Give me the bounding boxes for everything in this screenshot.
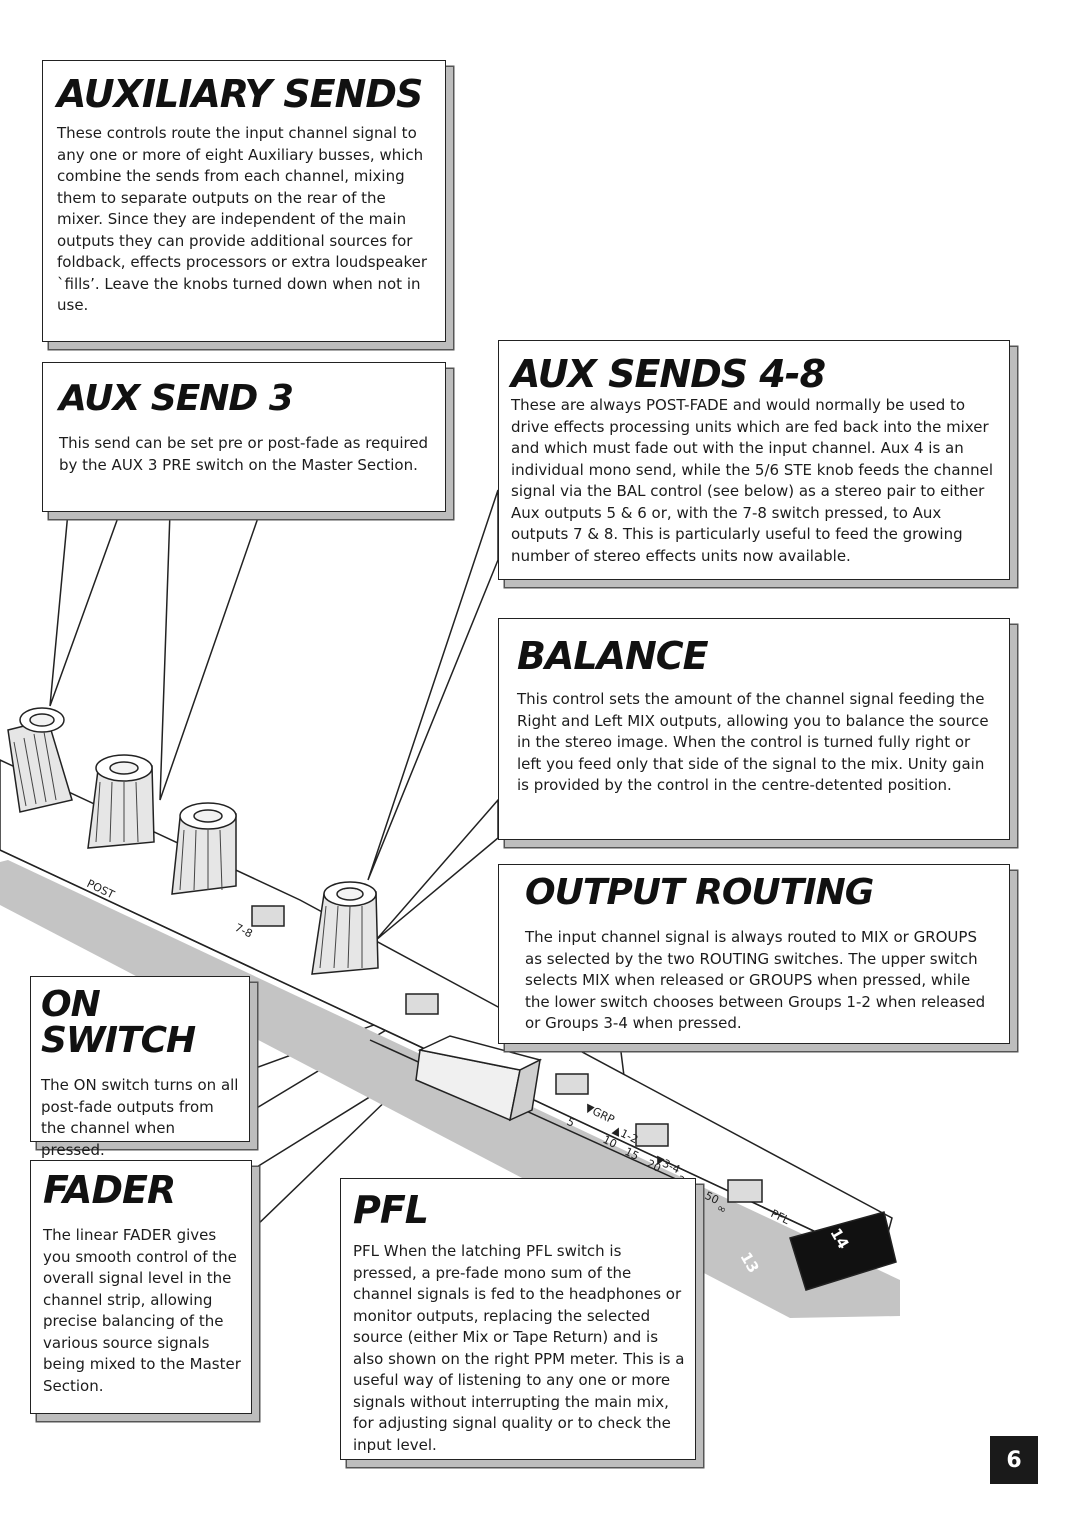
text-balance: This control sets the amount of the chan…: [517, 690, 989, 794]
text-auxiliary-sends: These controls route the input channel s…: [57, 124, 428, 314]
callout-pfl: PFL PFL When the latching PFL switch is …: [340, 1178, 696, 1460]
fader-scale-10: 10: [601, 1133, 619, 1151]
fader-scale-5: 5: [565, 1115, 577, 1130]
fader-scale-50: 50: [703, 1189, 721, 1207]
text-aux-send-3: This send can be set pre or post-fade as…: [59, 434, 429, 474]
fader-scale-15: 15: [623, 1145, 641, 1163]
text-pfl: PFL When the latching PFL switch is pres…: [353, 1242, 685, 1454]
heading-output-routing: OUTPUT ROUTING: [525, 872, 874, 913]
heading-fader: FADER: [43, 1168, 176, 1212]
heading-pfl: PFL: [353, 1188, 429, 1232]
text-aux-sends-4-8: These are always POST-FADE and would nor…: [511, 396, 993, 565]
switch-pfl: [727, 1179, 763, 1203]
text-fader: The linear FADER gives you smooth contro…: [43, 1226, 241, 1395]
switches: [251, 905, 763, 1203]
heading-on-switch: ON SWITCH: [41, 984, 196, 1061]
switch-7-8: [251, 905, 285, 927]
heading-balance: BALANCE: [517, 634, 709, 678]
knob-aux-4: [87, 754, 155, 849]
heading-aux-send-3: AUX SEND 3: [59, 378, 294, 419]
callout-aux-send-3: AUX SEND 3 This send can be set pre or p…: [42, 362, 446, 512]
callout-aux-sends-4-8: AUX SENDS 4-8 These are always POST-FADE…: [498, 340, 1010, 580]
switch-routing-lower: [635, 1123, 669, 1147]
text-on-switch: The ON switch turns on all post-fade out…: [41, 1076, 239, 1159]
aux-knobs: [7, 707, 379, 975]
callout-balance: BALANCE This control sets the amount of …: [498, 618, 1010, 840]
fader: [369, 1035, 701, 1191]
callout-fader: FADER The linear FADER gives you smooth …: [30, 1160, 252, 1414]
switch-routing-upper: [555, 1073, 589, 1095]
text-output-routing: The input channel signal is always route…: [525, 928, 986, 1032]
callout-auxiliary-sends: AUXILIARY SENDS These controls route the…: [42, 60, 446, 342]
fader-scale-20: 20: [645, 1157, 663, 1175]
callout-on-switch: ON SWITCH The ON switch turns on all pos…: [30, 976, 250, 1159]
knob-balance: [311, 881, 379, 975]
heading-auxiliary-sends: AUXILIARY SENDS: [57, 72, 423, 116]
switch-on: [405, 993, 439, 1015]
page-number: 6: [990, 1436, 1038, 1484]
callout-output-routing: OUTPUT ROUTING The input channel signal …: [498, 864, 1010, 1044]
knob-aux-5-6: [171, 802, 237, 895]
heading-aux-sends-4-8: AUX SENDS 4-8: [511, 352, 826, 396]
